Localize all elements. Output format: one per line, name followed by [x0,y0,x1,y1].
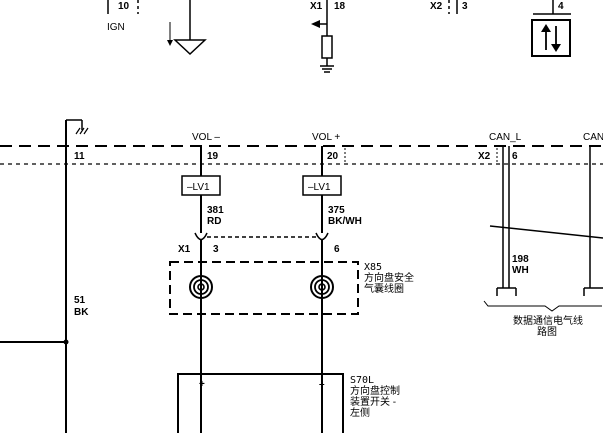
ign-label: IGN [107,22,125,33]
x1-pin3-terminal [194,232,208,241]
s70l-name-line1: 方向盘控制 [350,384,400,397]
bidirectional-arrow-icon [531,13,571,57]
coil-pin-6-label: 6 [334,244,340,255]
pin-4-label: 4 [558,1,564,12]
vol-minus-label: VOL – [192,132,220,143]
bk-wire-color: BK [74,307,89,318]
coil-spiral-right-icon [310,275,334,299]
data-comm-bracket [483,300,602,312]
can-wire-number: 198 [512,254,529,265]
x2-top-label: X2 [430,1,443,12]
x85-name-line1: 方向盘安全 [364,271,414,284]
s70l-code: S70L [350,375,374,386]
data-comm-line2: 路图 [537,325,557,338]
can-twist-line [489,225,603,239]
x1-top-label: X1 [310,1,323,12]
vol-plus-wire-color: BK/WH [328,216,362,227]
coil-pin-3-label: 3 [213,244,219,255]
s70l-name-line2: 装置开关 - [350,395,396,408]
ground-icon [167,0,207,56]
vol-plus-wire-number: 375 [328,205,345,216]
vol-minus-wire-color: RD [207,216,221,227]
pin-20-label: 20 [327,151,339,162]
resistor-icon [311,12,334,73]
switch-minus-label: – [319,379,325,390]
can-h-label: CAN [583,132,603,143]
s70l-switch-box [177,373,344,433]
pin-11-label: 11 [74,151,85,162]
vol-plus-label: VOL + [312,132,340,143]
x1-coil-label: X1 [178,244,191,255]
pin-6-label: 6 [512,151,518,162]
chassis-ground-icon [66,119,89,135]
x85-coil-box [169,261,359,315]
x85-name-line2: 气囊线圈 [364,282,404,295]
x85-code: X85 [364,262,382,273]
pin-10-label: 10 [118,1,130,12]
can-wire-color: WH [512,265,529,276]
coil-spiral-left-icon [189,275,213,299]
x1-pin6-terminal [315,232,329,241]
bk-wire-number: 51 [74,295,86,306]
can-l-label: CAN_L [489,132,522,143]
vol-minus-wire-number: 381 [207,205,224,216]
pin-18-label: 18 [334,1,346,12]
data-comm-line1: 数据通信电气线 [513,314,583,327]
pin-3-top-label: 3 [462,1,468,12]
x2-connector-label: X2 [478,151,491,162]
switch-plus-label: + [199,379,205,390]
pin-19-label: 19 [207,151,219,162]
lv1-left-label: –LV1 [187,182,210,193]
lv1-right-label: –LV1 [308,182,331,193]
s70l-name-line3: 左侧 [350,406,370,419]
